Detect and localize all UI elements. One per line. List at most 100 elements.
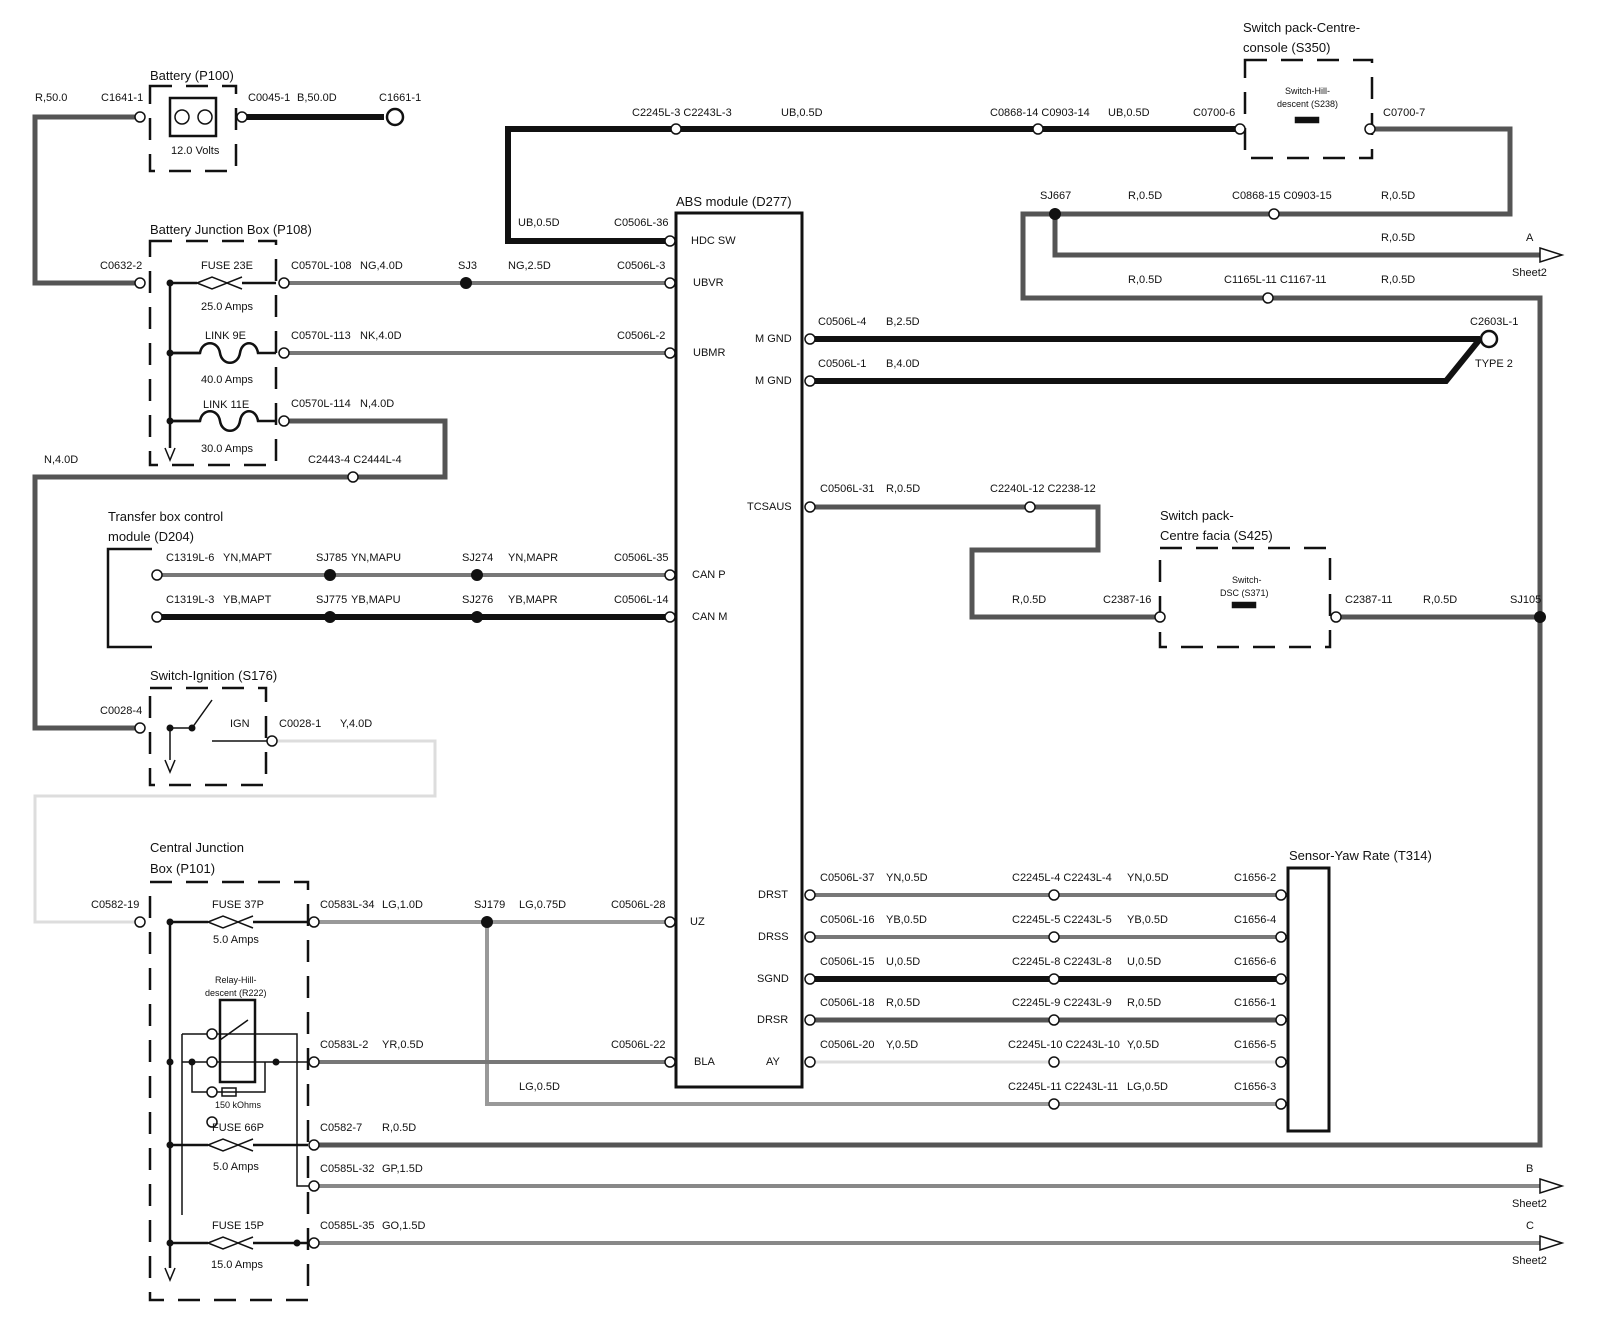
abs-pin-uz: UZ — [690, 916, 705, 928]
battery-box — [148, 84, 238, 173]
wire-sj179-yaw — [485, 922, 1281, 1106]
connector-icon — [134, 722, 146, 734]
label-c2387-11: C2387-11 — [1345, 594, 1393, 606]
cjb-title-2: Box (P101) — [150, 861, 215, 876]
wire-mgnd-2 — [810, 337, 1483, 384]
arrow-a-icon — [1539, 246, 1565, 264]
connector-icon — [1234, 123, 1246, 135]
splice-icon — [1534, 611, 1546, 623]
label-r500: R,50.0 — [35, 92, 67, 104]
label-c0028-4: C0028-4 — [100, 705, 142, 717]
label-c1661-1: C1661-1 — [379, 92, 421, 104]
label-c0506l-16: C0506L-16 — [820, 914, 874, 926]
ground-arrow-ign-icon — [164, 759, 176, 774]
connector-icon — [804, 1056, 816, 1068]
junction-dot-icon — [166, 724, 174, 732]
component-outlines — [106, 58, 1374, 1302]
fuse-66p-rating: 5.0 Amps — [213, 1161, 259, 1173]
label-c1641-1: C1641-1 — [101, 92, 143, 104]
abs-pin-mgnd-1: M GND — [755, 333, 792, 345]
relay-wiring — [181, 1019, 315, 1215]
label-ynmapr: YN,MAPR — [508, 552, 558, 564]
label-y40d: Y,4.0D — [340, 718, 372, 730]
label-c2245l-8: C2245L-8 C2243L-8 — [1012, 956, 1112, 968]
label-n40d-b: N,4.0D — [44, 454, 78, 466]
fuses — [168, 276, 315, 1268]
connector-icon — [804, 333, 816, 345]
junction-dot-icon — [166, 417, 174, 425]
label-ynmapt: YN,MAPT — [223, 552, 272, 564]
link-9e-icon — [170, 342, 276, 364]
label-c0585l-32: C0585L-32 — [320, 1163, 374, 1175]
connector-icon — [1154, 611, 1166, 623]
connector-icon — [134, 916, 146, 928]
label-lg075d: LG,0.75D — [519, 899, 566, 911]
connector-icon — [308, 1056, 320, 1068]
ground-arrow-cjb-icon — [164, 1267, 176, 1282]
splice-icon — [324, 569, 336, 581]
abs-pin-bla: BLA — [694, 1056, 715, 1068]
connector-icon — [151, 569, 163, 581]
connector-icon — [804, 1014, 816, 1026]
yaw-sensor-title: Sensor-Yaw Rate (T314) — [1289, 848, 1432, 863]
wires — [32, 114, 1543, 1245]
junction-dot-icon — [166, 1058, 174, 1066]
connector-icon — [1032, 123, 1044, 135]
arrow-c-icon — [1539, 1234, 1565, 1252]
label-a: A — [1526, 232, 1534, 244]
label-c2387-16: C2387-16 — [1103, 594, 1151, 606]
wire-hdc-switch — [505, 126, 1240, 244]
label-yr05d: YR,0.5D — [382, 1039, 424, 1051]
label-r05d-i: R,0.5D — [382, 1122, 416, 1134]
abs-pin-hdc-sw: HDC SW — [691, 235, 736, 247]
label-ybmapr: YB,MAPR — [508, 594, 558, 606]
label-c0506l-2: C0506L-2 — [617, 330, 665, 342]
label-c2245l-9: C2245L-9 C2243L-9 — [1012, 997, 1112, 1009]
junction-dot-icon — [188, 1058, 196, 1066]
label-b500d: B,50.0D — [297, 92, 337, 104]
label-sj105: SJ105 — [1510, 594, 1541, 606]
connector-icon — [1268, 208, 1280, 220]
label-c0506l-28: C0506L-28 — [611, 899, 665, 911]
ignition-position: IGN — [230, 718, 250, 730]
wire-ignition-out — [33, 739, 437, 924]
junction-dot-icon — [166, 1239, 174, 1247]
fuse-23e-rating: 25.0 Amps — [201, 301, 253, 313]
link-11e-rating: 30.0 Amps — [201, 443, 253, 455]
label-r05d-c: R,0.5D — [1381, 232, 1415, 244]
label-c0506l-37: C0506L-37 — [820, 872, 874, 884]
dsc-switch-label-1: Switch- — [1232, 575, 1262, 585]
battery-title: Battery (P100) — [150, 68, 234, 83]
label-ub05d-c: UB,0.5D — [518, 217, 560, 229]
cjb-bus — [168, 920, 308, 1268]
label-sj274: SJ274 — [462, 552, 493, 564]
cjb-box — [148, 880, 310, 1302]
abs-pin-drst: DRST — [758, 889, 788, 901]
label-c0582-19: C0582-19 — [91, 899, 139, 911]
label-u05d-a: U,0.5D — [886, 956, 920, 968]
battery-plus-icon — [174, 109, 190, 125]
link-11e-label: LINK 11E — [203, 399, 249, 411]
connector-icon — [1048, 1014, 1060, 1026]
relay-label-2: descent (R222) — [205, 988, 267, 998]
switch-facia-title-2: Centre facia (S425) — [1160, 528, 1273, 543]
resistor-icon — [221, 1087, 237, 1097]
hdc-switch-bar — [1294, 116, 1320, 124]
resistor-label: 150 kOhms — [215, 1100, 262, 1110]
connector-icon — [664, 347, 676, 359]
connector-icon — [134, 111, 146, 123]
junction-dot-icon — [166, 1141, 174, 1149]
label-sheet2-b: Sheet2 — [1512, 1198, 1547, 1210]
abs-pin-drss: DRSS — [758, 931, 789, 943]
label-sheet2-a: Sheet2 — [1512, 267, 1547, 279]
label-c1319l-6: C1319L-6 — [166, 552, 214, 564]
connector-icon — [1275, 1056, 1287, 1068]
battery-voltage: 12.0 Volts — [171, 145, 220, 157]
tbcm-title-2: module (D204) — [108, 529, 194, 544]
abs-title: ABS module (D277) — [676, 194, 792, 209]
splice-icon — [460, 277, 472, 289]
connector-icon — [266, 735, 278, 747]
junction-dot-icon — [293, 1239, 301, 1247]
fuse-37p-icon — [207, 915, 254, 929]
connector-icon — [236, 111, 248, 123]
